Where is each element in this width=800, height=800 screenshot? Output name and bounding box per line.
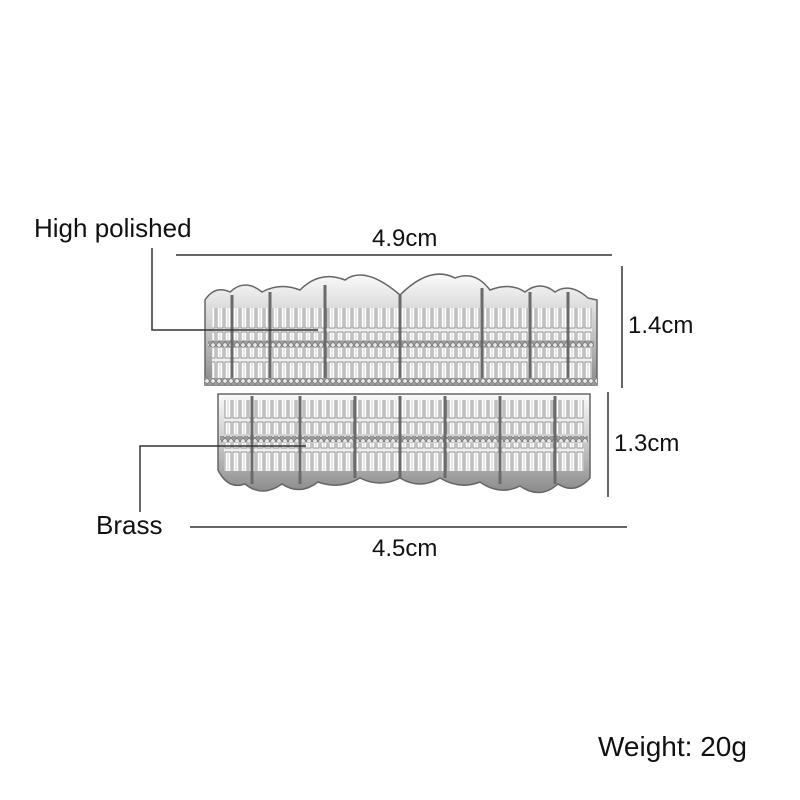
label-brass: Brass [96,510,163,540]
weight-label: Weight: 20g [598,731,747,762]
leader-line-high-polished [151,248,318,331]
top-grill [204,273,598,386]
top-grill-tooth-dividers [230,285,570,384]
bottom-grill-stones-row1 [224,400,584,434]
leader-line-brass [139,445,306,512]
label-high-polished: High polished [34,213,192,243]
bottom-grill-stones-row2 [224,443,584,471]
bottom-grill [217,393,591,494]
dimension-top-height: 1.4cm [628,312,694,339]
top-grill-bottom-band [205,378,597,385]
dimension-bottom-width: 4.5cm [372,535,438,562]
dimension-top-width: 4.9cm [372,225,438,252]
dimension-bottom-height: 1.3cm [614,430,680,457]
bottom-grill-tooth-dividers [250,396,557,484]
bottom-grill-bead-row [220,436,588,442]
